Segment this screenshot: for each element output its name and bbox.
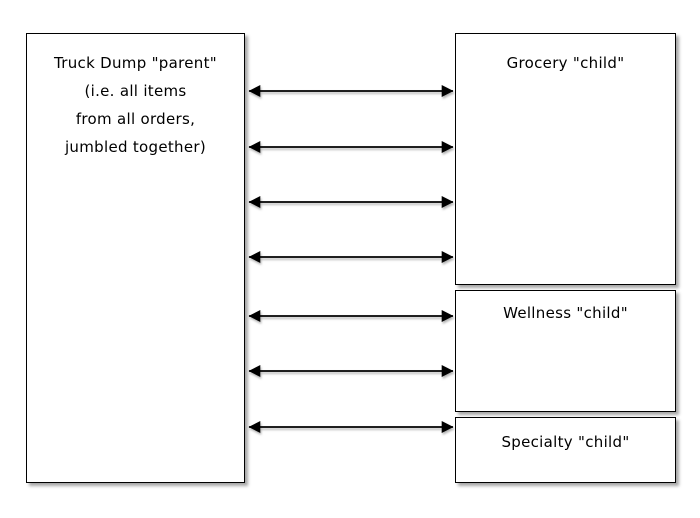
child-box-grocery-label: Grocery "child": [506, 54, 625, 72]
parent-box: Truck Dump "parent" (i.e. all items from…: [26, 33, 245, 483]
child-box-wellness-label: Wellness "child": [503, 304, 628, 322]
parent-box-label-line-3: from all orders,: [75, 110, 196, 128]
child-box-specialty-label: Specialty "child": [501, 433, 630, 451]
parent-box-label-line-4: jumbled together): [64, 138, 207, 156]
child-box-grocery: Grocery "child": [455, 33, 676, 285]
child-box-specialty: Specialty "child": [455, 417, 676, 483]
parent-box-label-line-1: Truck Dump "parent": [54, 54, 217, 72]
parent-box-label-line-2: (i.e. all items: [84, 82, 187, 100]
child-box-wellness: Wellness "child": [455, 290, 676, 412]
